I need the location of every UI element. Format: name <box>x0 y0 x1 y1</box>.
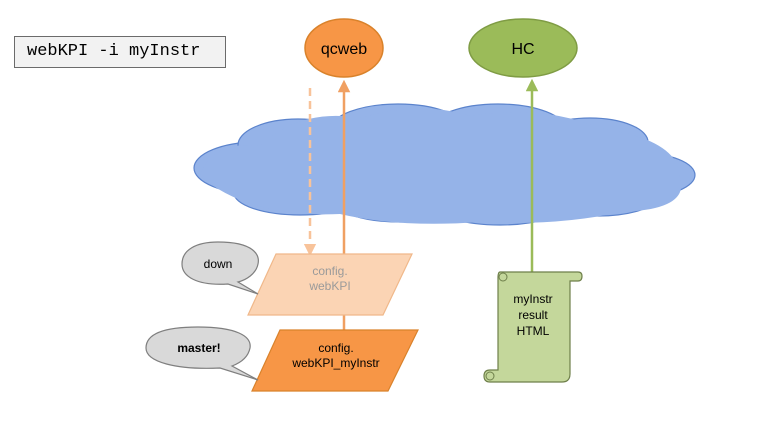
scroll-line3: HTML <box>517 324 550 338</box>
config-webkpi-myinstr-box: config. webKPI_myInstr <box>251 329 419 392</box>
command-box: webKPI -i myInstr <box>14 36 226 68</box>
hc-ellipse <box>468 18 578 78</box>
cloud-shape <box>193 103 696 226</box>
result-scroll: myInstr result HTML <box>483 271 583 383</box>
scroll-line1: myInstr <box>513 292 552 306</box>
config-webkpi-myinstr-line2: webKPI_myInstr <box>291 356 379 370</box>
qcweb-label: qcweb <box>321 41 367 58</box>
callout-down-text: down <box>204 257 233 271</box>
scroll-line2: result <box>518 308 548 322</box>
hc-label: HC <box>511 41 534 58</box>
config-webkpi-box: config. webKPI <box>247 253 413 316</box>
config-webkpi-myinstr-line1: config. <box>318 341 353 355</box>
config-webkpi-shape <box>247 253 413 316</box>
qcweb-ellipse <box>304 18 384 78</box>
callout-master-text: master! <box>177 341 220 355</box>
callout-master: master! <box>145 326 259 381</box>
config-webkpi-myinstr-shape <box>251 329 419 392</box>
hc-node: HC <box>468 18 578 78</box>
scroll-shape <box>483 271 583 383</box>
config-webkpi-line1: config. <box>312 264 347 278</box>
callout-down: down <box>181 241 259 295</box>
callout-down-bubble <box>181 241 259 295</box>
callout-master-bubble <box>145 326 259 381</box>
config-webkpi-line2: webKPI <box>308 279 350 293</box>
qcweb-node: qcweb <box>304 18 384 78</box>
